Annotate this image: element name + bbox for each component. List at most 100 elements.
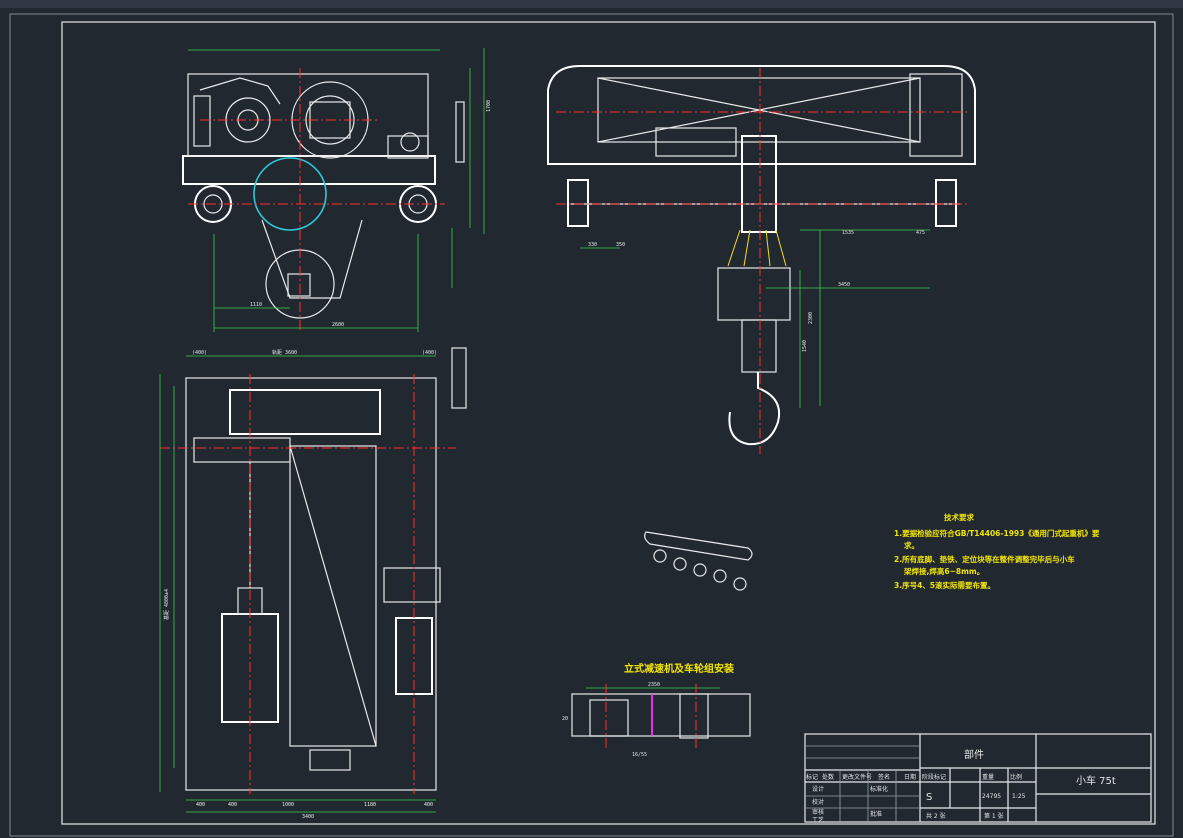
tb-role-row-2: 审核 — [812, 808, 824, 816]
hook-block — [717, 267, 791, 321]
wheel-side-left — [567, 179, 589, 227]
dim-hook-1: 3450 — [838, 282, 850, 288]
dim-small-2: 350 — [616, 242, 625, 248]
tech-req-line-2: 求。 — [904, 540, 919, 550]
tb-role-4: 日期 — [904, 773, 916, 781]
dim-hook-3: 1540 — [802, 340, 808, 352]
tb-role-0: 标记 — [806, 773, 818, 781]
tb-scale-label: 比例 — [1010, 773, 1022, 781]
dim-seg-2: 400 — [228, 802, 237, 808]
cad-drawing-canvas: 1700 2600 1110 1535 475 3450 2300 — [9, 13, 1174, 837]
drum-housing — [597, 77, 921, 143]
motor-side — [655, 127, 737, 157]
cad-drawing-viewport[interactable]: 1700 2600 1110 1535 475 3450 2300 — [0, 8, 1183, 838]
tb-scale: 1:25 — [1012, 793, 1026, 800]
top-drum — [289, 445, 377, 747]
top-drum-diagonal — [289, 445, 377, 747]
front-view: 1700 2600 1110 — [182, 48, 492, 332]
travel-motor — [387, 135, 429, 159]
outer-border — [9, 13, 1174, 837]
side-view: 1535 475 3450 2300 1540 330 350 — [547, 65, 976, 454]
dim-seg-1: 400 — [196, 802, 205, 808]
rope-detail — [644, 531, 753, 591]
hook-shank — [741, 319, 777, 373]
dim-front-width: 2600 — [332, 322, 344, 328]
section-title: 立式减速机及车轮组安装 — [624, 662, 734, 675]
rope-loop-5 — [733, 577, 747, 591]
tb-weight-label: 重量 — [982, 773, 994, 781]
section-frame — [571, 693, 751, 737]
machinery-deck — [187, 73, 429, 157]
top-hook-base — [309, 749, 351, 771]
section-block-left — [589, 699, 629, 737]
rope-1 — [727, 229, 741, 267]
tech-req-title: 技术要求 — [944, 512, 974, 522]
top-toolbar-strip — [0, 0, 1183, 8]
hook-block-frame — [261, 219, 363, 299]
tb-approve-label: 批准 — [870, 810, 882, 818]
tb-drawing-name: 小车 75t — [1076, 774, 1116, 787]
rope-loop-4 — [713, 569, 727, 583]
reducer-side — [909, 73, 963, 157]
rope-detail-bar — [644, 531, 753, 561]
top-buffer — [451, 347, 467, 409]
wheel-left-hub — [203, 194, 223, 214]
dim-rail: 1535 — [842, 230, 854, 236]
dim-front-sub: 1110 — [250, 302, 262, 308]
tb-weight: 24795 — [982, 793, 1001, 800]
hook — [728, 372, 780, 446]
top-view: 轨距 3600 (400) (400) 3400 400 400 1000 11… — [159, 347, 467, 820]
dim-section-small: 20 — [562, 716, 568, 722]
rope-2 — [743, 229, 751, 267]
tb-sheet-no: 第 1 张 — [984, 812, 1004, 820]
tb-stage-label: 阶段标记 — [922, 773, 946, 781]
dim-hook-2: 2300 — [808, 312, 814, 324]
dim-seg-4: 1180 — [364, 802, 376, 808]
rope-loop-1 — [653, 549, 667, 563]
trolley-cover — [547, 65, 976, 165]
title-block: 部件 小车 75t 阶段标记 重量 比例 S 24795 1:25 共 2 张 … — [804, 733, 1152, 824]
tech-requirements: 技术要求 1.要据检验应符合GB/T14406-1993《通用门式起重机》要 求… — [894, 512, 1100, 590]
dim-seg-5: 400 — [424, 802, 433, 808]
tb-role-row-3: 工艺 — [812, 816, 824, 824]
tb-sheet-total: 共 2 张 — [926, 812, 946, 820]
dim-small-1: 330 — [588, 242, 597, 248]
tech-req-line-1: 1.要据检验应符合GB/T14406-1993《通用门式起重机》要 — [894, 528, 1100, 538]
rope-loop-2 — [673, 557, 687, 571]
brake-thruster — [193, 95, 211, 147]
inner-border — [61, 21, 1156, 825]
top-shaft — [193, 437, 291, 463]
trolley-frame — [182, 155, 436, 185]
tb-role-2: 更改文件号 — [842, 773, 872, 781]
travel-motor-end — [400, 132, 420, 152]
dim-side-total: 基距 4800±4 — [163, 589, 170, 620]
tb-part-name: 部件 — [964, 748, 984, 761]
rope-loop-3 — [693, 563, 707, 577]
dim-section: 2350 — [648, 682, 660, 688]
tb-stage-mark: S — [926, 792, 932, 803]
hook-column — [741, 135, 777, 233]
rope-4 — [775, 229, 787, 267]
top-drum-box — [229, 389, 381, 435]
tb-role-1: 处数 — [822, 773, 834, 781]
tech-req-line-3: 2.所有底脚、垫铁、定位块等在整件调整完毕后与小车 — [894, 554, 1075, 564]
rope-drum — [253, 157, 327, 231]
drum-diagonal-2 — [597, 77, 921, 143]
wheel-side-right — [935, 179, 957, 227]
rope-3 — [765, 229, 771, 267]
tb-role-3: 签名 — [878, 773, 890, 781]
dim-top-span: 轨距 3600 — [272, 349, 297, 356]
tb-role-row-1: 校对 — [812, 798, 824, 806]
section-view: 立式减速机及车轮组安装 2350 20 16/55 — [562, 662, 751, 758]
tb-std-label: 标准化 — [870, 785, 888, 793]
tech-req-line-5: 3.序号4、5滚实际需要布置。 — [894, 580, 995, 590]
dim-right-offset: (400) — [422, 350, 437, 356]
section-block-right — [679, 693, 709, 739]
title-block-frame — [804, 733, 1152, 823]
tech-req-line-4: 架焊接,焊高6~8mm。 — [903, 566, 984, 576]
dim-seg-3: 1000 — [282, 802, 294, 808]
buffer-post — [455, 101, 465, 163]
hook-nut — [287, 273, 311, 297]
dim-base-length: 3400 — [302, 814, 314, 820]
dim-left-offset: (400) — [192, 350, 207, 356]
